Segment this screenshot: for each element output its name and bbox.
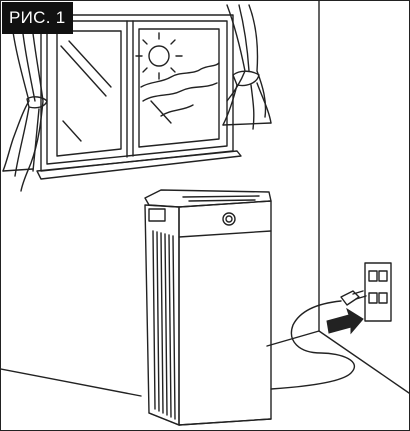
power-plug-icon <box>341 291 366 305</box>
power-cord <box>271 301 354 389</box>
insert-arrow-icon <box>327 309 363 333</box>
landscape-lines <box>141 63 219 116</box>
sun-icon <box>136 33 182 79</box>
window-icon <box>37 15 241 179</box>
air-purifier-icon <box>145 190 271 425</box>
figure-label: РИС. 1 <box>2 2 73 34</box>
room-walls <box>1 1 409 396</box>
power-outlet-icon <box>365 263 391 321</box>
right-curtain-icon <box>223 5 271 129</box>
